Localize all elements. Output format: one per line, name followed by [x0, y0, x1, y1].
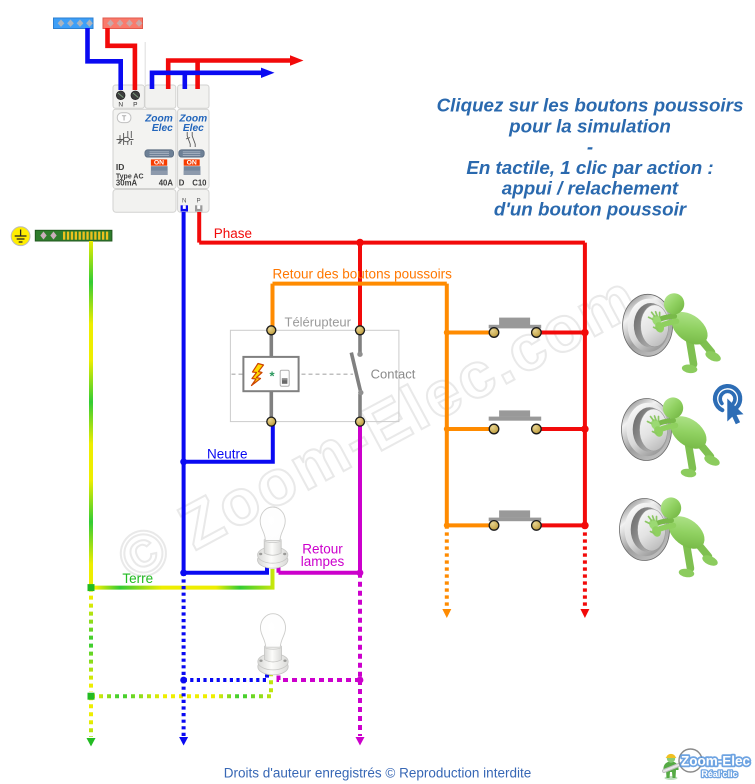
svg-text:Zoom: Zoom: [144, 113, 173, 124]
svg-text:d'un bouton poussoir: d'un bouton poussoir: [494, 199, 688, 220]
svg-text:appui / relachement: appui / relachement: [502, 178, 679, 199]
svg-text:C10: C10: [192, 179, 207, 188]
svg-text:P: P: [197, 198, 201, 205]
svg-text:ID: ID: [116, 162, 125, 172]
svg-text:-: -: [587, 136, 593, 157]
svg-text:ON: ON: [154, 160, 164, 167]
svg-text:ON: ON: [187, 160, 197, 167]
svg-text:Zoom: Zoom: [178, 113, 207, 124]
svg-text:Elec: Elec: [152, 123, 173, 134]
svg-text:Retour des boutons poussoirs: Retour des boutons poussoirs: [273, 266, 453, 281]
svg-text:Terre: Terre: [122, 571, 153, 586]
svg-text:En tactile, 1 clic par action: En tactile, 1 clic par action :: [466, 157, 713, 178]
svg-text:N: N: [182, 198, 186, 205]
svg-text:T: T: [122, 113, 127, 122]
svg-text:Neutre: Neutre: [207, 446, 248, 461]
svg-text:N: N: [118, 102, 123, 109]
svg-text:D: D: [179, 179, 185, 188]
svg-text:pour la simulation: pour la simulation: [508, 115, 671, 136]
svg-text:Droits d'auteur enregistrés ©: Droits d'auteur enregistrés © Reproducti…: [224, 766, 531, 781]
svg-text:40A: 40A: [159, 179, 174, 188]
svg-text:P: P: [133, 102, 137, 109]
svg-text:lampes: lampes: [301, 554, 345, 569]
svg-text:Phase: Phase: [214, 226, 252, 241]
svg-text:Zoom-Elec: Zoom-Elec: [681, 754, 751, 769]
svg-text:Cliquez sur les boutons pousso: Cliquez sur les boutons poussoirs: [437, 95, 744, 116]
svg-text:Contact: Contact: [371, 367, 416, 382]
svg-text:*: *: [270, 369, 276, 384]
svg-text:Retour: Retour: [302, 541, 343, 556]
svg-text:Zoom-Elec: Zoom-Elec: [681, 754, 751, 769]
svg-text:Type AC: Type AC: [116, 173, 144, 180]
svg-text:Réal'clic: Réal'clic: [701, 769, 737, 779]
svg-text:Elec: Elec: [183, 123, 204, 134]
svg-text:Réal'clic: Réal'clic: [701, 769, 737, 779]
svg-text:30mA: 30mA: [116, 179, 138, 188]
svg-text:Télérupteur: Télérupteur: [285, 315, 352, 330]
